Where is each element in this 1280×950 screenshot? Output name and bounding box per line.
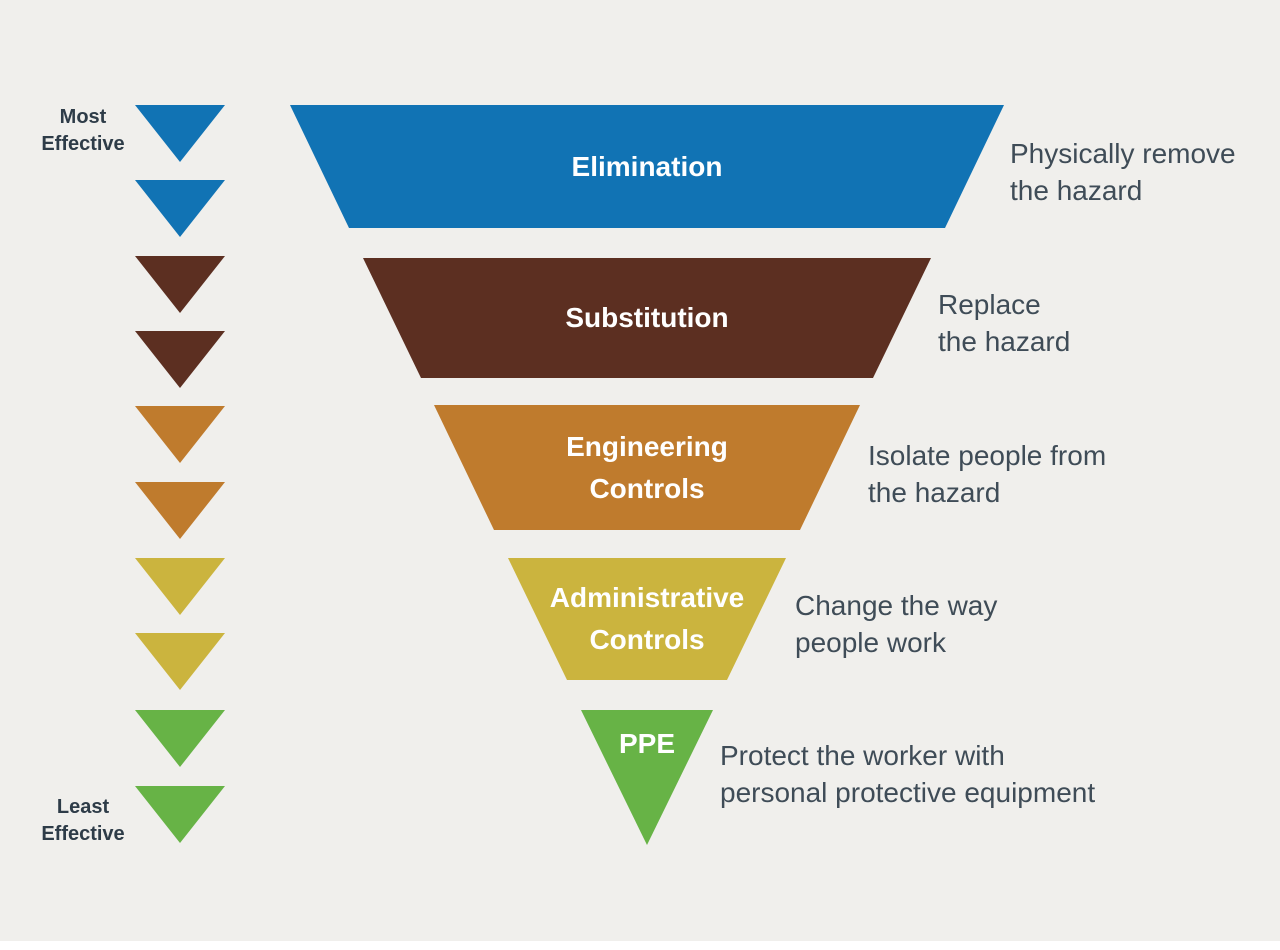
description-substitution: Replace the hazard bbox=[938, 289, 1071, 357]
least-effective-label: Least Effective bbox=[41, 796, 125, 845]
effectiveness-arrow-icon-9 bbox=[135, 710, 225, 767]
effectiveness-arrow-icon-7 bbox=[135, 558, 225, 615]
effectiveness-arrow-icon-10 bbox=[135, 786, 225, 843]
description-ppe: Protect the worker with personal protect… bbox=[720, 740, 1096, 808]
level-elimination-label: Elimination bbox=[571, 150, 723, 182]
description-engineering-controls: Isolate people from the hazard bbox=[868, 440, 1107, 508]
most-effective-label: Most Effective bbox=[41, 106, 125, 155]
effectiveness-arrow-icon-6 bbox=[135, 482, 225, 539]
level-ppe-label: PPE bbox=[618, 728, 676, 759]
level-substitution: Substitution bbox=[363, 258, 931, 378]
level-elimination: Elimination bbox=[290, 105, 1004, 228]
level-administrative-controls: Administrative Controls bbox=[508, 558, 786, 680]
effectiveness-arrow-icon-1 bbox=[135, 105, 225, 162]
effectiveness-arrow-icon-3 bbox=[135, 256, 225, 313]
level-substitution-label: Substitution bbox=[565, 302, 729, 333]
level-administrative-controls-label: Administrative Controls bbox=[549, 582, 745, 655]
effectiveness-arrow-icon-4 bbox=[135, 331, 225, 388]
level-engineering-controls: Engineering Controls bbox=[434, 405, 860, 530]
effectiveness-arrow-icon-5 bbox=[135, 406, 225, 463]
level-engineering-controls-label: Engineering Controls bbox=[566, 430, 728, 504]
description-administrative-controls: Change the way people work bbox=[795, 590, 998, 658]
level-ppe: PPE bbox=[581, 710, 713, 845]
bottom-edge bbox=[0, 941, 1280, 950]
effectiveness-arrow-icon-2 bbox=[135, 180, 225, 237]
description-elimination: Physically remove the hazard bbox=[1010, 138, 1236, 206]
effectiveness-arrow-icon-8 bbox=[135, 633, 225, 690]
